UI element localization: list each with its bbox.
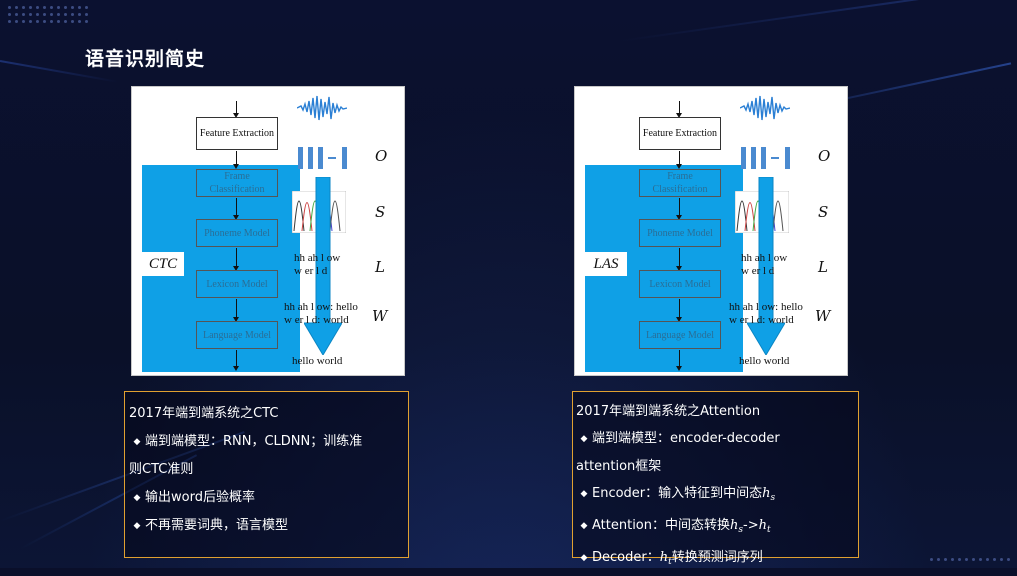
phoneme-text: hh ah l ow w er l d	[741, 252, 788, 277]
stage-frame-classification: Frame Classification	[639, 169, 721, 197]
arrow	[676, 101, 682, 118]
arrow	[676, 248, 682, 271]
caption-heading: 2017年端到端系统之CTC	[129, 406, 279, 421]
math-h: h	[758, 518, 767, 533]
model-label: LAS	[585, 252, 627, 276]
caption-bullet: ◆ 端到端模型：RNN，CLDNN；训练准	[129, 428, 404, 456]
math-h: h	[659, 550, 669, 565]
arrow	[233, 151, 239, 169]
stage-phoneme-model: Phoneme Model	[639, 219, 721, 247]
stage-language-model: Language Model	[196, 321, 278, 349]
side-letter-w: W	[815, 307, 831, 325]
figure-las: Feature Extraction LAS Frame Classificat…	[574, 86, 848, 376]
math-sub-s: s	[738, 525, 743, 535]
arrow	[676, 299, 682, 322]
caption-text: 转换预测词序列	[671, 550, 763, 565]
caption-attention: 2017年端到端系统之Attention ◆ 端到端模型：encoder-deco…	[572, 391, 859, 567]
caption-text: 不再需要词典，语言模型	[145, 518, 289, 533]
bullet-diamond-icon: ◆	[133, 521, 141, 531]
figure-ctc: Feature Extraction CTC Frame Classificat…	[131, 86, 405, 376]
caption-bullet: ◆ Decoder：ht转换预测词序列	[576, 544, 855, 576]
model-label: CTC	[142, 252, 184, 276]
arrow	[233, 248, 239, 271]
math-arrow: ->	[743, 518, 759, 533]
side-letter-o: O	[375, 147, 388, 165]
caption-bullet: ◆ 端到端模型：encoder-decoder	[576, 425, 855, 453]
side-letter-o: O	[818, 147, 831, 165]
decor-dots	[8, 6, 88, 23]
bullet-diamond-icon: ◆	[580, 553, 588, 563]
lexicon-text: hh ah l ow: hello w er l d: world	[729, 301, 803, 326]
stage-phoneme-model: Phoneme Model	[196, 219, 278, 247]
caption-text: 输出word后验概率	[145, 490, 255, 505]
math-sub-s: s	[770, 493, 776, 503]
side-letter-w: W	[372, 307, 388, 325]
caption-text-cont: 则CTC准则	[129, 462, 194, 477]
caption-bullet: ◆ 不再需要词典，语言模型	[129, 512, 404, 540]
bullet-diamond-icon: ◆	[580, 434, 588, 444]
decor-dots	[930, 558, 1010, 561]
stage-language-model: Language Model	[639, 321, 721, 349]
phoneme-text: hh ah l ow w er l d	[294, 252, 341, 277]
math-h: h	[730, 518, 739, 533]
bullet-diamond-icon: ◆	[133, 437, 141, 447]
stage-lexicon-model: Lexicon Model	[196, 270, 278, 298]
bullet-diamond-icon: ◆	[133, 493, 141, 503]
flow-arrow-icon	[304, 177, 342, 355]
arrow	[233, 350, 239, 371]
arrow	[676, 350, 682, 371]
bullet-diamond-icon: ◆	[580, 489, 588, 499]
output-text: hello world	[739, 355, 790, 367]
caption-ctc: 2017年端到端系统之CTC ◆ 端到端模型：RNN，CLDNN；训练准 则CTC…	[124, 391, 409, 558]
side-letter-l: L	[375, 258, 385, 276]
caption-text: Attention：中间态转换	[592, 518, 730, 533]
arrow	[233, 101, 239, 118]
arrow	[233, 198, 239, 220]
stage-lexicon-model: Lexicon Model	[639, 270, 721, 298]
waveform-icon	[740, 95, 790, 121]
caption-bullet: ◆ 输出word后验概率	[129, 484, 404, 512]
caption-text: Encoder：输入特征到中间态	[592, 486, 763, 501]
output-text: hello world	[292, 355, 343, 367]
caption-heading: 2017年端到端系统之Attention	[576, 404, 761, 419]
math-sub-t: t	[766, 525, 771, 535]
lexicon-text: hh ah l ow: hello w er l d: world	[284, 301, 358, 326]
stage-feature-extraction: Feature Extraction	[196, 117, 278, 150]
caption-text-cont: attention框架	[576, 459, 662, 474]
arrow	[233, 299, 239, 322]
caption-text: Decoder：	[592, 550, 660, 565]
page-title: 语音识别简史	[85, 48, 206, 70]
stage-frame-classification: Frame Classification	[196, 169, 278, 197]
caption-text: 端到端模型：RNN，CLDNN；训练准	[145, 434, 363, 449]
caption-bullet: ◆Attention：中间态转换hs->ht	[576, 512, 855, 544]
caption-text: 端到端模型：encoder-decoder	[592, 431, 780, 446]
math-h: h	[762, 486, 771, 501]
flow-arrow-icon	[747, 177, 785, 355]
side-letter-s: S	[818, 203, 829, 221]
side-letter-s: S	[375, 203, 386, 221]
math-sub-t: t	[668, 557, 672, 567]
arrow	[676, 198, 682, 220]
feature-bars-icon	[741, 147, 790, 169]
arrow	[676, 151, 682, 169]
stage-feature-extraction: Feature Extraction	[639, 117, 721, 150]
bullet-diamond-icon: ◆	[580, 521, 588, 531]
waveform-icon	[297, 95, 347, 121]
caption-bullet: ◆ Encoder：输入特征到中间态hs	[576, 480, 855, 512]
side-letter-l: L	[818, 258, 828, 276]
feature-bars-icon	[298, 147, 347, 169]
